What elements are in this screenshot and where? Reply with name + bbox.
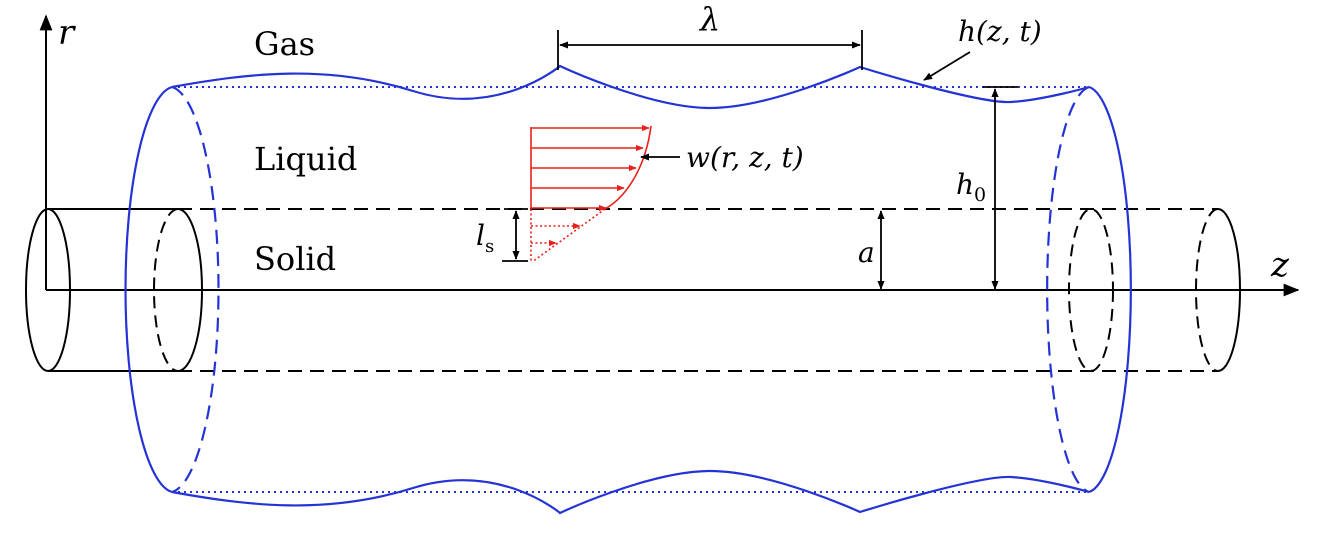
slip-length-label: ls — [476, 219, 494, 257]
slip-label-sub: s — [485, 236, 494, 257]
r-axis-label: r — [58, 13, 76, 53]
h0-dimension — [983, 86, 1018, 290]
gas-label: Gas — [254, 25, 315, 63]
fiber-left-section-back — [153, 208, 179, 372]
fiber-right-end-back — [1195, 208, 1219, 372]
fiber-right-section — [1068, 208, 1114, 372]
profile-ext-curve — [531, 208, 606, 263]
liquid-label: Liquid — [254, 140, 357, 178]
solid-fiber — [25, 208, 1241, 372]
wavelength-dimension — [557, 30, 863, 70]
left-end-front-arc — [124, 85, 173, 494]
interface-pointer — [923, 51, 971, 81]
interface-top-wave — [171, 64, 1090, 110]
velocity-label: w(r, z, t) — [686, 141, 804, 174]
h0-label-base: h — [956, 168, 974, 201]
liquid-film — [124, 64, 1132, 515]
slip-length-dimension — [502, 208, 528, 262]
interface-bottom-wave — [171, 469, 1090, 515]
velocity-profile — [530, 124, 652, 263]
z-axis-label: z — [1270, 245, 1290, 285]
solid-label: Solid — [254, 240, 336, 278]
h0-label: h0 — [956, 168, 986, 206]
fiber-right-end-front — [1217, 208, 1241, 372]
wavelength-label: λ — [698, 0, 720, 38]
interface-label: h(z, t) — [958, 15, 1042, 48]
right-end-back-arc — [1046, 85, 1090, 494]
slip-label-base: l — [476, 219, 485, 252]
right-end-front-arc — [1088, 85, 1132, 494]
fiber-left-section-front — [177, 208, 203, 372]
radius-label: a — [858, 236, 875, 269]
profile-curve — [604, 125, 652, 210]
h0-label-sub: 0 — [974, 184, 986, 206]
